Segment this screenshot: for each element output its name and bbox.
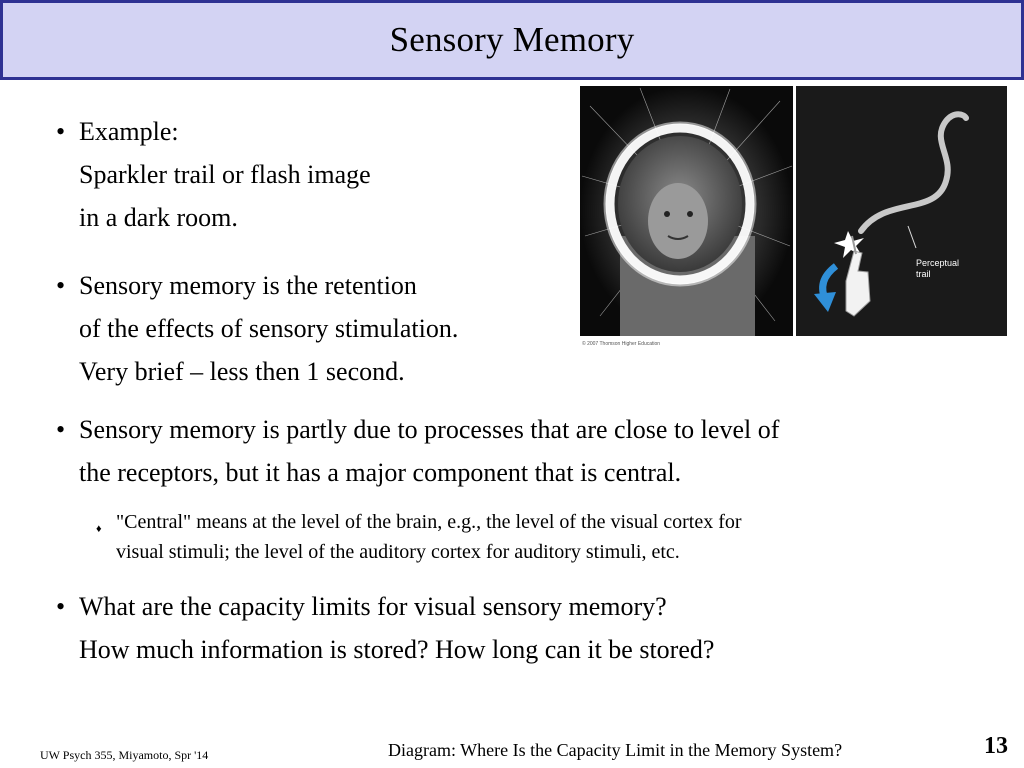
sparkler-trail-icon — [796, 86, 1007, 336]
sub-bullet-central-definition: ♦ "Central" means at the level of the br… — [96, 507, 742, 567]
title-bar: Sensory Memory — [0, 0, 1024, 80]
hand-icon — [845, 235, 871, 317]
bullet-capacity: • What are the capacity limits for visua… — [56, 585, 714, 671]
bullet-line: Very brief – less then 1 second. — [79, 357, 405, 386]
sparkler-ring-photo-icon — [580, 86, 793, 336]
bullet-marker: • — [56, 415, 66, 444]
bullet-line: Sensory memory is the retention — [79, 271, 417, 300]
bullet-line: of the effects of sensory stimulation. — [79, 314, 459, 343]
perceptual-trail-label: Perceptual trail — [916, 258, 960, 279]
bullet-marker: • — [56, 117, 66, 146]
bullet-line: What are the capacity limits for visual … — [79, 592, 667, 621]
bullet-line: How much information is stored? How long… — [79, 635, 715, 664]
bullet-marker: • — [56, 271, 66, 300]
bullet-definition: • Sensory memory is the retention of the… — [56, 264, 458, 393]
bullet-example: • Example: Sparkler trail or flash image… — [56, 110, 371, 239]
bullet-line: Example: — [79, 117, 179, 146]
bullet-line: Sensory memory is partly due to processe… — [79, 415, 780, 444]
course-footer: UW Psych 355, Miyamoto, Spr '14 — [40, 748, 209, 762]
bullet-marker: • — [56, 592, 66, 621]
bullet-line: Sparkler trail or flash image — [79, 160, 371, 189]
diamond-bullet-icon: ♦ — [96, 523, 102, 535]
bullet-central: • Sensory memory is partly due to proces… — [56, 408, 779, 494]
slide-title: Sensory Memory — [389, 20, 635, 59]
diagram-link-caption: Diagram: Where Is the Capacity Limit in … — [388, 740, 843, 760]
bullet-line: in a dark room. — [79, 203, 238, 232]
sparkler-ring-photo — [580, 86, 793, 336]
figure-credit: © 2007 Thomson Higher Education — [582, 341, 661, 347]
bullet-line: the receptors, but it has a major compon… — [79, 458, 682, 487]
page-number: 13 — [984, 733, 1008, 759]
sparkler-trail-illustration — [796, 86, 1007, 336]
sparkler-figure: Perceptual trail © 2007 Thomson Higher E… — [578, 86, 1010, 354]
curved-arrow-icon — [814, 263, 839, 312]
sub-bullet-line: visual stimuli; the level of the auditor… — [116, 541, 680, 563]
sub-bullet-line: "Central" means at the level of the brai… — [116, 511, 742, 533]
